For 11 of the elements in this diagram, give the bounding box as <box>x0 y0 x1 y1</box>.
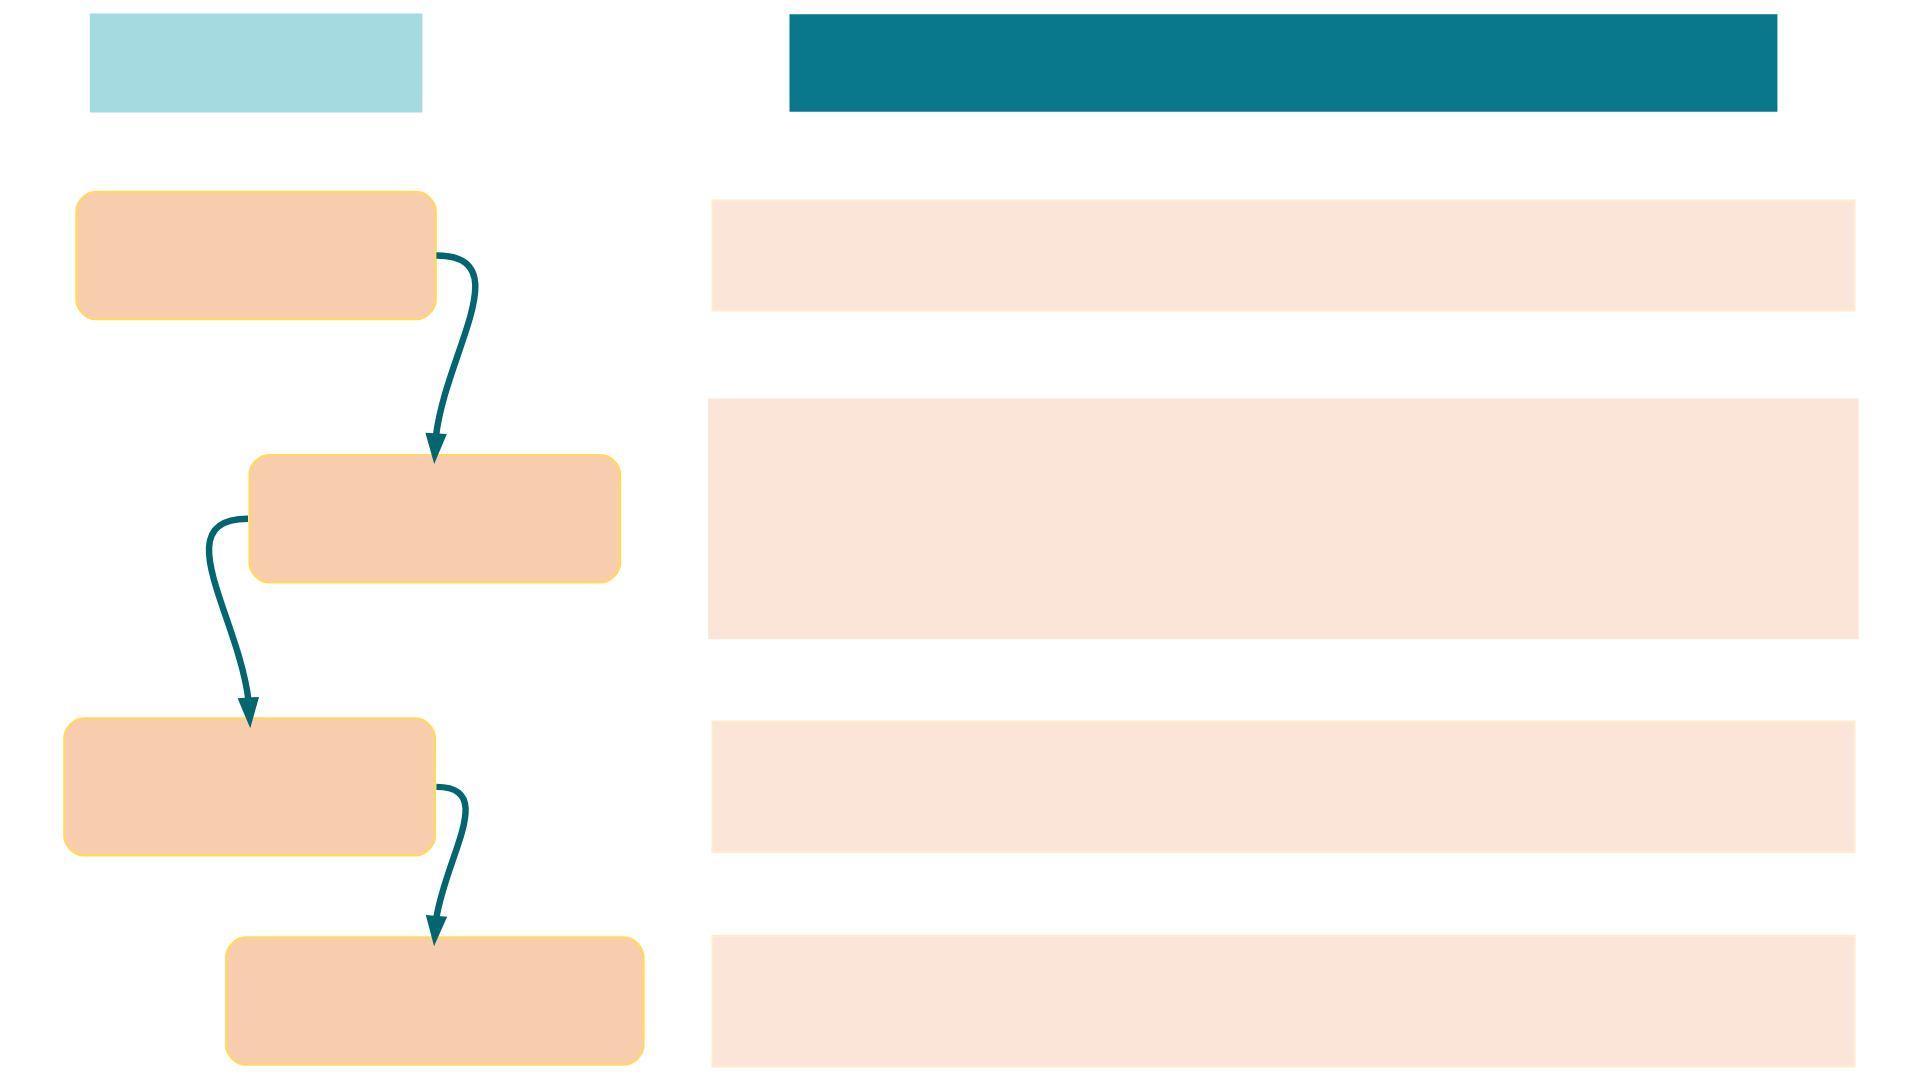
node-box <box>710 720 1856 854</box>
node-box <box>707 398 1859 640</box>
arrow <box>205 515 259 729</box>
node-box <box>224 936 645 1066</box>
node-box <box>247 453 621 584</box>
node-box <box>89 13 422 113</box>
node-box <box>789 14 1777 112</box>
node-box <box>74 190 437 321</box>
node-box <box>710 934 1856 1068</box>
node-box <box>710 199 1856 312</box>
node-box <box>62 717 436 857</box>
